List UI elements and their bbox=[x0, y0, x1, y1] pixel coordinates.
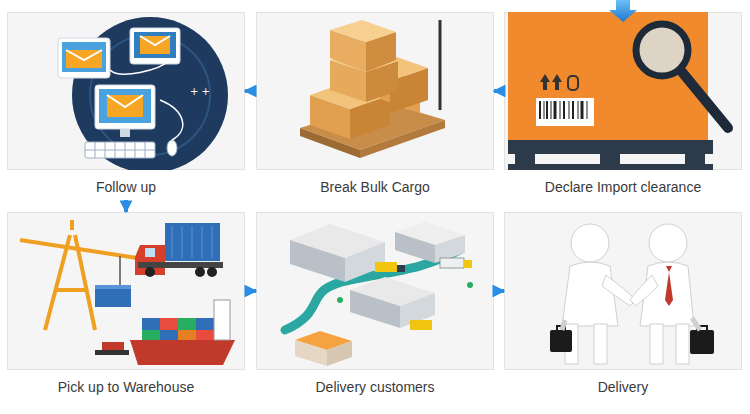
step-caption: Declare Import clearance bbox=[504, 178, 742, 196]
flow-arrow bbox=[245, 289, 256, 293]
process-step: Follow up bbox=[7, 12, 245, 200]
process-step: Break Bulk Cargo bbox=[256, 12, 494, 200]
process-step: Pick up to Warehouse bbox=[7, 212, 245, 400]
process-step: Declare Import clearance bbox=[504, 12, 742, 200]
flow-arrow bbox=[494, 89, 504, 93]
process-step: Delivery bbox=[504, 212, 742, 400]
step-caption: Break Bulk Cargo bbox=[256, 178, 494, 196]
step-caption: Follow up bbox=[7, 178, 245, 196]
svg-text:+ +: + + bbox=[190, 86, 210, 97]
process-step: Delivery customers bbox=[256, 212, 494, 400]
step-caption: Pick up to Warehouse bbox=[7, 378, 245, 396]
flow-arrow bbox=[494, 289, 504, 293]
step-caption: Delivery customers bbox=[256, 378, 494, 396]
step-caption: Delivery bbox=[504, 378, 742, 396]
flow-arrow bbox=[124, 200, 128, 212]
flow-arrow bbox=[245, 89, 256, 93]
